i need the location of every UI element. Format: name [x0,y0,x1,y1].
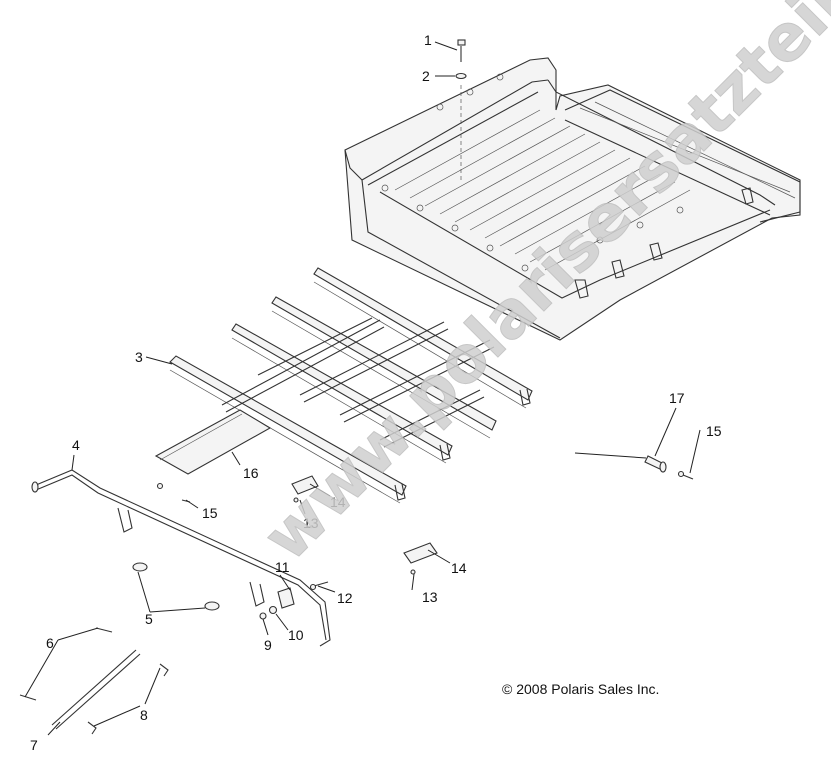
callout-12: 12 [337,590,353,606]
copyright-notice: © 2008 Polaris Sales Inc. [502,681,659,697]
leader-lines [24,41,701,736]
callout-6: 6 [46,635,54,651]
callout-15-left: 15 [202,505,218,521]
callout-16: 16 [243,465,259,481]
frame-assembly [169,267,533,504]
callout-1: 1 [424,32,432,48]
callout-11: 11 [275,559,290,575]
callout-14-upper: 14 [330,494,346,510]
bolt-washer [455,39,467,180]
hardware [19,475,438,735]
callout-9: 9 [264,637,272,653]
callout-15-right: 15 [706,423,722,439]
callout-labels: 1 2 3 4 5 6 7 8 9 10 11 12 13 14 13 14 1… [30,32,722,753]
callout-5: 5 [145,611,153,627]
pin-17 [644,455,694,480]
callout-10: 10 [288,627,304,643]
callout-4: 4 [72,437,80,453]
cargo-box [344,57,801,341]
callout-3: 3 [135,349,143,365]
callout-7: 7 [30,737,38,753]
callout-8: 8 [140,707,148,723]
callout-17: 17 [669,390,685,406]
callout-13-upper: 13 [303,515,319,531]
callout-14-lower: 14 [451,560,467,576]
callout-2: 2 [422,68,430,84]
floor-panel [154,409,272,475]
callout-13-lower: 13 [422,589,438,605]
